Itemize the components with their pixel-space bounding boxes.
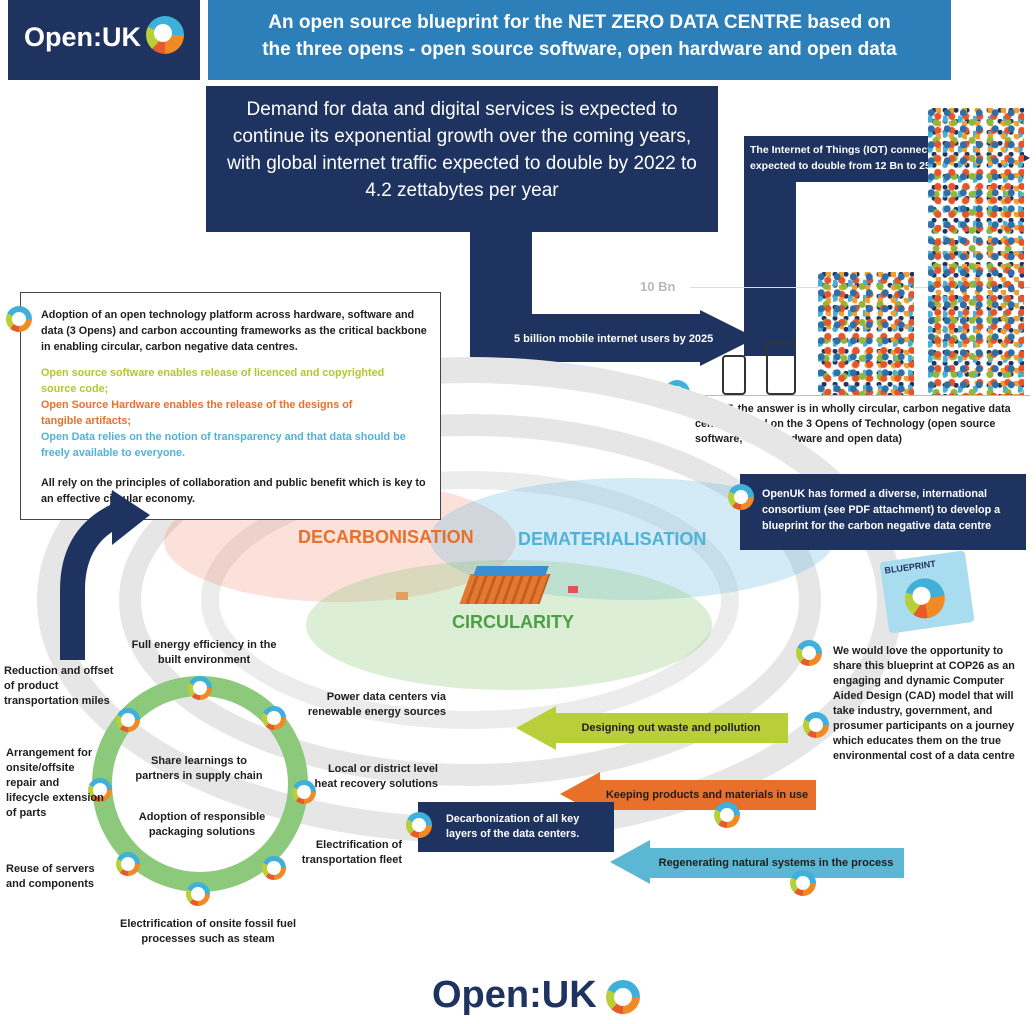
header-logo-text: Open:UK [24,22,141,52]
openuk-ring-icon [714,802,740,828]
header-logo-box: Open:UK [8,0,200,80]
consortium-box: OpenUK has formed a diverse, internation… [740,474,1026,550]
adoption-osh: Open Source Hardware enables the release… [41,399,353,427]
label-circularity: CIRCULARITY [452,612,574,632]
openuk-ring-icon [186,882,210,906]
cycle-power: Power data centers via renewable energy … [307,691,446,718]
orange-arrow: Keeping products and materials in use [598,780,816,810]
openuk-ring-icon [902,575,948,621]
mobile-arrow [470,314,702,362]
iot-text: The Internet of Things (IOT) connections… [750,144,965,172]
truck-icon [396,592,408,600]
openuk-ring-icon [728,484,754,510]
adoption-box: Adoption of an open technology platform … [20,292,441,520]
ict-text: For ICT, the answer is in wholly circula… [695,403,1011,445]
header-title-line1: An open source blueprint for the NET ZER… [268,12,891,33]
cycle-fleet: Electrification of transportation fleet [301,839,402,866]
axis-label: 10 Bn [640,279,676,294]
openuk-ring-icon [116,708,140,732]
blueprint-badge: BLUEPRINT [879,550,975,634]
decarbonization-box: Decarbonization of all key layers of the… [418,802,614,852]
openuk-ring-icon [796,640,822,666]
lime-arrow: Designing out waste and pollution [554,713,788,743]
orange-arrow-text: Keeping products and materials in use [605,789,809,801]
demand-text: Demand for data and digital services is … [227,99,697,201]
cyan-arrow-text: Regenerating natural systems in the proc… [658,857,894,869]
consortium-text: OpenUK has formed a diverse, internation… [762,488,1001,532]
phone-icon [766,342,796,395]
cycle-reuse: Reuse of servers and components [6,863,95,890]
cycle-share: Share learnings to partners in supply ch… [135,755,263,782]
openuk-ring-icon [262,856,286,880]
openuk-ring-icon [606,980,640,1014]
openuk-ring-icon [88,778,112,802]
truck-icon [568,586,578,593]
openuk-ring-icon [146,16,184,54]
data-centre-roof [473,566,549,576]
footer-logo: Open:UK [432,972,652,1022]
openuk-ring-icon [188,676,212,700]
openuk-ring-icon [6,306,32,332]
blueprint-tag: BLUEPRINT [883,558,937,576]
mobile-text: 5 billion mobile internet users by 2025 [514,333,714,345]
return-arrow [60,490,150,660]
label-decarbonisation: DECARBONISATION [298,527,474,547]
adoption-oss: Open source software enables release of … [41,367,385,395]
data-centre-icon [459,574,551,604]
cycle-steam: Electrification of onsite fossil fuel pr… [119,918,297,945]
lime-arrow-head [516,706,556,750]
openuk-ring-icon [406,812,432,838]
openuk-ring-icon [116,852,140,876]
decarbonization-text: Decarbonization of all key layers of the… [446,813,580,840]
header-title-line2: the three opens - open source software, … [262,39,897,60]
baseline [690,395,1030,396]
demand-flow-stem [470,232,532,314]
lime-arrow-text: Designing out waste and pollution [581,722,761,734]
iot-bar-small [818,272,914,396]
cyan-arrow: Regenerating natural systems in the proc… [648,848,904,878]
phone-icon [722,355,746,395]
adoption-od: Open Data relies on the notion of transp… [41,431,406,459]
openuk-ring-icon [292,780,316,804]
openuk-ring-icon [790,870,816,896]
openuk-ring-icon [803,712,829,738]
demand-box: Demand for data and digital services is … [206,86,718,232]
iot-bar-large [928,108,1024,396]
footer-logo-text: Open:UK [432,974,597,1016]
cycle-transport: Reduction and offset of product transpor… [4,665,114,707]
cop26-text: We would love the opportunity to share t… [833,645,1015,762]
adoption-intro: Adoption of an open technology platform … [41,309,427,353]
cyan-arrow-head [610,840,650,884]
cycle-packaging: Adoption of responsible packaging soluti… [138,811,266,838]
label-dematerialisation: DEMATERIALISATION [518,529,707,549]
cycle-top: Full energy efficiency in the built envi… [131,639,277,666]
openuk-ring-icon [262,706,286,730]
cycle-repair: Arrangement for onsite/offsite repair an… [6,747,104,819]
cycle-heat: Local or district level heat recovery so… [314,763,439,790]
header-title-box: An open source blueprint for the NET ZER… [208,0,951,80]
